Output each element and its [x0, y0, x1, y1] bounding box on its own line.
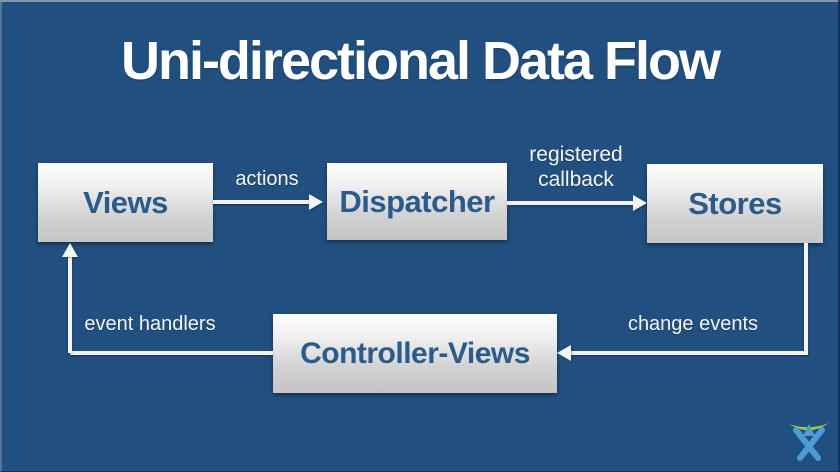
- arrow-stores-to-cv-horizontal-line: [571, 351, 808, 355]
- logo-figure-shape: [793, 427, 825, 461]
- atlassian-logo: [789, 423, 829, 461]
- node-stores-label: Stores: [688, 185, 782, 221]
- node-controller-views: Controller-Views: [273, 314, 557, 393]
- node-dispatcher-label: Dispatcher: [339, 183, 495, 219]
- arrow-dispatcher-to-stores-line: [507, 201, 633, 205]
- edge-label-registered-line1: registered: [529, 143, 623, 166]
- node-views-label: Views: [83, 184, 168, 220]
- edge-label-change-events: change events: [627, 313, 759, 335]
- arrow-cv-to-views-horizontal-line: [70, 351, 273, 355]
- arrow-cv-to-views-vertical-line: [68, 257, 72, 353]
- slide-edge-left: [0, 0, 2, 472]
- edge-label-registered-line2: callback: [538, 168, 614, 191]
- edge-label-registered-callback: registered callback: [516, 142, 636, 192]
- arrow-stores-to-cv-head-icon: [557, 345, 571, 361]
- slide-edge-right: [838, 0, 840, 472]
- edge-label-actions: actions: [235, 168, 299, 190]
- slide-edge-top: [0, 0, 840, 2]
- node-views: Views: [38, 163, 213, 242]
- node-controller-views-label: Controller-Views: [300, 336, 530, 370]
- arrow-views-to-dispatcher-line: [213, 200, 310, 204]
- edge-label-event-handlers: event handlers: [84, 313, 216, 335]
- arrow-views-to-dispatcher-head-icon: [309, 194, 323, 210]
- arrow-cv-to-views-head-icon: [62, 243, 78, 257]
- logo-head-shape: [803, 424, 815, 436]
- node-stores: Stores: [647, 164, 823, 243]
- slide-title: Uni-directional Data Flow: [120, 31, 721, 91]
- node-dispatcher: Dispatcher: [327, 163, 507, 240]
- arrow-stores-to-cv-vertical-line: [804, 243, 808, 353]
- logo-arc-shape: [789, 423, 829, 431]
- arrow-dispatcher-to-stores-head-icon: [633, 195, 647, 211]
